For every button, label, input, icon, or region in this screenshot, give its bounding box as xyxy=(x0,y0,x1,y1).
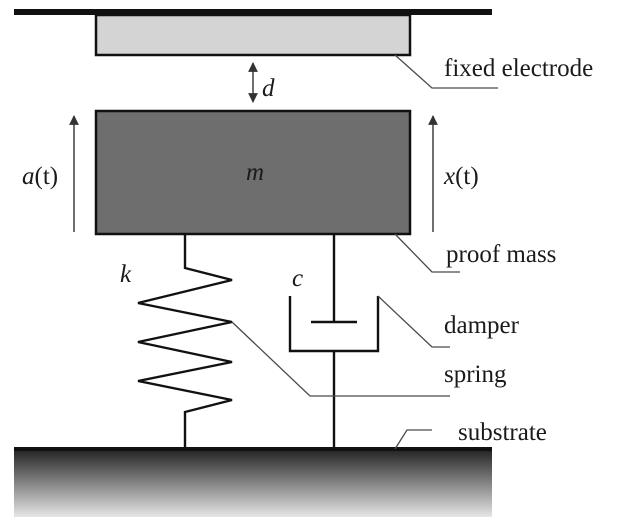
displacement-var: x xyxy=(443,163,455,190)
displacement-arg: (t) xyxy=(455,163,479,190)
top-support-bar xyxy=(14,9,492,15)
acceleration-arg: (t) xyxy=(35,163,59,190)
substrate-label: substrate xyxy=(458,419,547,446)
proof-mass-label: proof mass xyxy=(446,241,556,268)
mass-symbol: m xyxy=(246,159,264,186)
fixed-electrode-label: fixed electrode xyxy=(444,55,593,82)
spring-coil xyxy=(137,234,233,449)
fixed-electrode-leader xyxy=(394,54,498,89)
fixed-electrode-plate xyxy=(94,13,412,57)
gap-symbol: d xyxy=(262,75,275,102)
substrate-block xyxy=(14,449,492,517)
displacement-label: x(t) xyxy=(443,163,479,190)
damping-symbol: c xyxy=(292,265,303,292)
proof-mass-leader xyxy=(394,233,460,273)
spring-label: spring xyxy=(444,361,507,388)
spring-leader xyxy=(231,321,450,397)
spring-constant-symbol: k xyxy=(120,261,132,288)
acceleration-label: a(t) xyxy=(22,163,58,190)
acceleration-var: a xyxy=(22,163,35,190)
substrate-leader xyxy=(394,429,432,450)
damper-label: damper xyxy=(444,312,520,339)
substrate-top-edge xyxy=(14,447,492,451)
proof-mass-block xyxy=(94,109,412,236)
damper-leader xyxy=(377,295,450,348)
